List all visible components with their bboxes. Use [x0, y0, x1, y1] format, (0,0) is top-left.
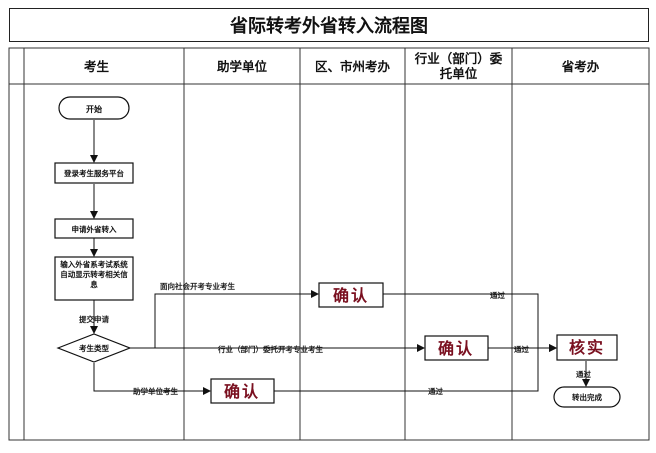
- verify-node-label: 核实: [569, 338, 605, 357]
- input-node-label: 输入外省系考试系统自动显示转考相关信息: [60, 260, 128, 289]
- edge-label-social: 面向社会开考专业考生: [160, 281, 235, 291]
- district-confirm-label: 确认: [333, 286, 369, 305]
- apply-node-label: 申请外省转入: [72, 224, 117, 234]
- login-node: 登录考生服务平台: [54, 162, 134, 184]
- diagram-title: 省际转考外省转入流程图: [9, 8, 649, 42]
- edge-decision-district: [130, 290, 319, 349]
- edge-label-pass-4: 通过: [576, 369, 591, 379]
- verify-node: 核实: [556, 334, 618, 361]
- end-node: 转出完成: [553, 386, 621, 408]
- edge-label-pass-1: 通过: [490, 290, 505, 300]
- input-node: 输入外省系考试系统自动显示转考相关信息: [54, 256, 134, 301]
- start-node-label: 开始: [86, 104, 102, 114]
- school-confirm-node: 确认: [210, 378, 275, 404]
- lane-header-candidate: 考生: [83, 58, 109, 74]
- edge-school-verify: [274, 348, 539, 392]
- submit-label: 提交申请: [79, 314, 109, 324]
- swimlane-grid: [8, 47, 650, 441]
- decision-node: 考生类型: [56, 333, 132, 363]
- connectors: [90, 120, 590, 395]
- start-node: 开始: [58, 96, 130, 120]
- industry-confirm-node: 确认: [424, 335, 489, 361]
- lane-header-district: 区、市州考办: [314, 58, 390, 74]
- edge-label-school: 助学单位考生: [133, 386, 178, 396]
- login-node-label: 登录考生服务平台: [63, 168, 124, 178]
- edge-label-pass-2: 通过: [514, 344, 529, 354]
- decision-node-label: 考生类型: [79, 343, 109, 353]
- industry-confirm-label: 确认: [438, 339, 474, 358]
- apply-node: 申请外省转入: [54, 218, 134, 239]
- school-confirm-label: 确认: [224, 382, 260, 401]
- edge-decision-school: [93, 363, 211, 395]
- district-confirm-node: 确认: [318, 282, 384, 308]
- edge-label-pass-3: 通过: [428, 386, 443, 396]
- edge-label-industry: 行业（部门）委托开考专业考生: [217, 344, 323, 354]
- end-node-label: 转出完成: [572, 392, 602, 402]
- lane-header-school: 助学单位: [216, 58, 267, 74]
- lane-header-provincial: 省考办: [561, 58, 600, 74]
- lane-header-industry: 行业（部门）委托单位: [414, 51, 503, 81]
